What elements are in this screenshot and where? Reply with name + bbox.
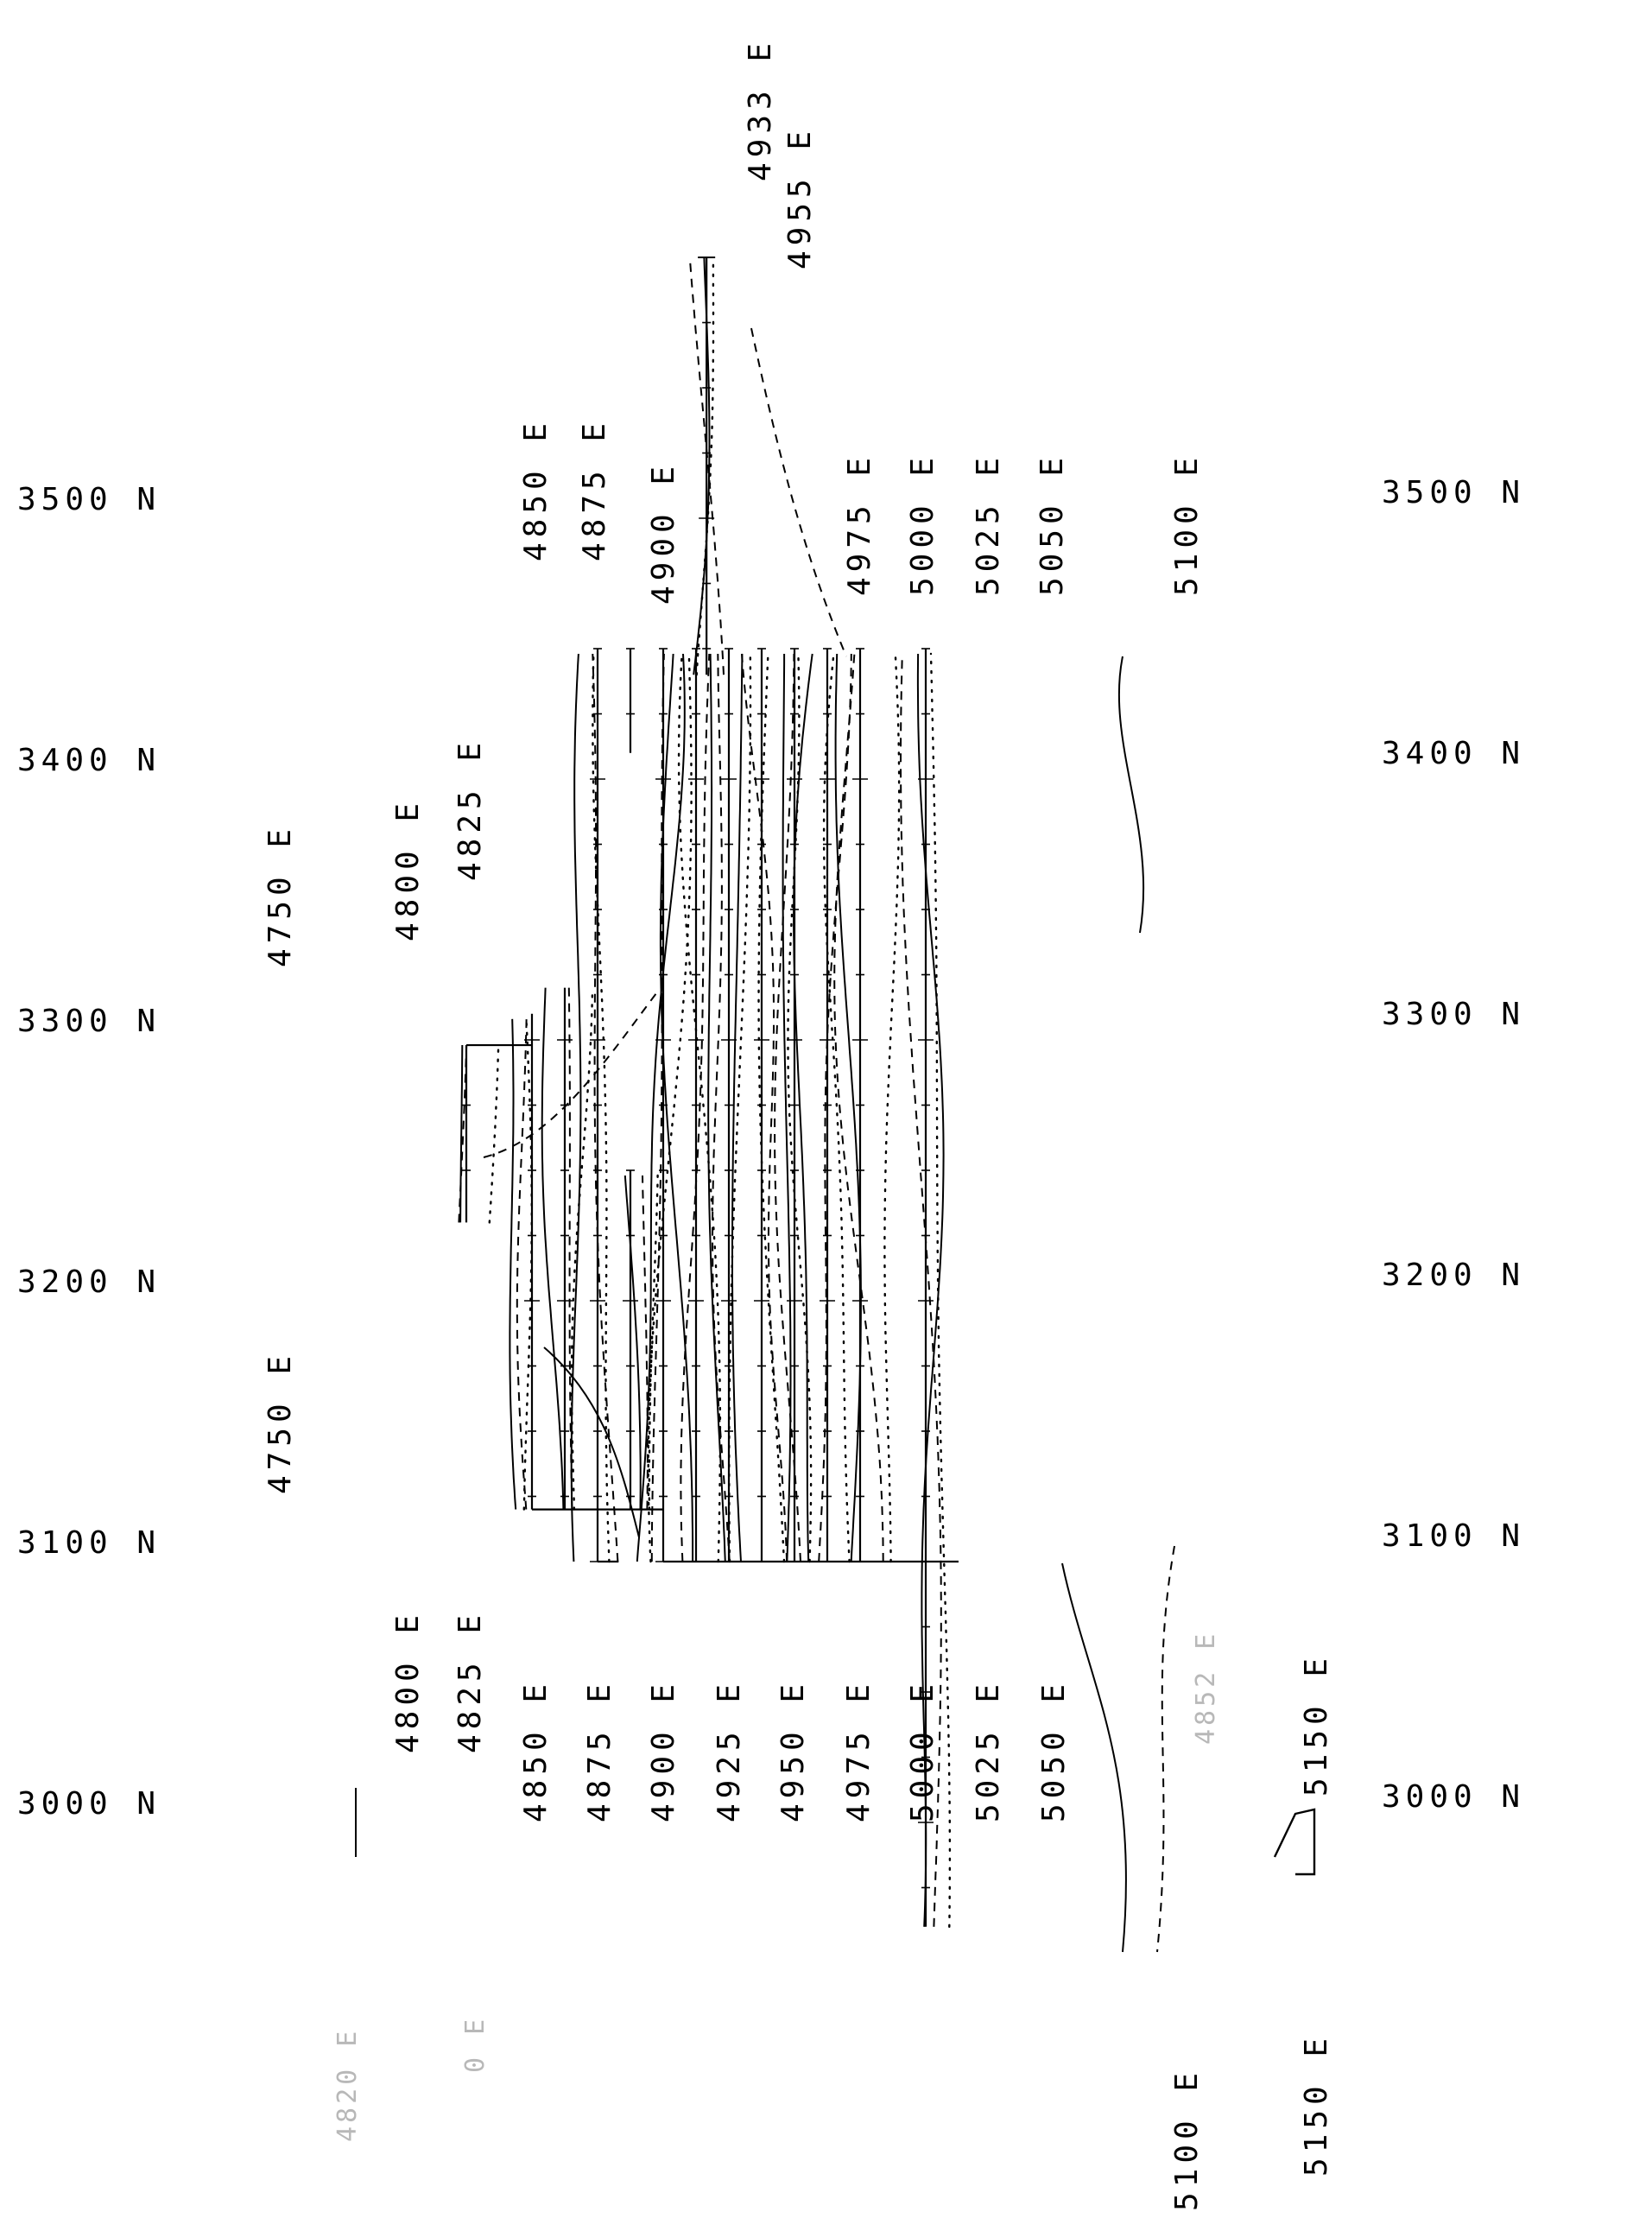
- profile-curve-4975-10-2: [757, 652, 786, 1563]
- mid-label-1: 4800 E: [390, 798, 426, 941]
- profile-curve-4975-10-1: [741, 653, 788, 1562]
- profile-curve-4950-9-0: [707, 653, 726, 1562]
- lower-label-0: 4800 E: [390, 1610, 426, 1753]
- north-label-left-4: 3400 N: [17, 743, 161, 778]
- profile-curve-5050-13-2: [883, 652, 901, 1563]
- upper-label-7: 5025 E: [971, 453, 1006, 596]
- profile-curve-5050-13-1: [833, 653, 884, 1562]
- upper-label-6: 5000 E: [905, 453, 940, 596]
- fragment-curve-right: [1273, 1808, 1316, 1876]
- profile-curve-4825-2-0: [541, 987, 565, 1510]
- north-label-right-3: 3300 N: [1382, 997, 1525, 1032]
- lower-label-10: 5050 E: [1036, 1679, 1072, 1822]
- profile-curve-5100-14-2: [929, 652, 952, 1928]
- profile-curve-5025-12-0: [793, 653, 813, 1562]
- lower-label-3: 4875 E: [582, 1679, 617, 1822]
- mid-label-0: 4825 E: [453, 738, 488, 881]
- profile-curve-4925-7-2: [677, 652, 722, 1563]
- profile-curve-5000-11-0: [782, 654, 792, 1562]
- profile-curve-4900-6-2: [647, 652, 693, 1563]
- north-label-right-1: 3100 N: [1382, 1518, 1525, 1554]
- profile-curve-5025-12-2: [822, 652, 851, 1563]
- north-label-right-0: 3000 N: [1382, 1779, 1525, 1815]
- lower-label-1: 4825 E: [453, 1610, 488, 1753]
- lower-label-4: 4900 E: [646, 1679, 681, 1822]
- north-label-right-2: 3200 N: [1382, 1258, 1525, 1293]
- profile-curve-4950-9-1: [711, 653, 731, 1562]
- profile-curve-5000-11-1: [774, 653, 801, 1562]
- upper-label-3: 4875 E: [577, 418, 612, 561]
- profile-curve-4800-1-0: [509, 1018, 517, 1510]
- lower-label-9: 5025 E: [971, 1679, 1006, 1822]
- upper-label-8: 5050 E: [1035, 453, 1070, 596]
- north-label-left-3: 3300 N: [17, 1004, 161, 1039]
- profile-curve-4925-7-0: [659, 653, 694, 1562]
- upper-label-5: 4975 E: [842, 453, 877, 596]
- profile-curve-4800-1-2: [522, 1017, 533, 1511]
- mid-label-3: 4750 E: [263, 1351, 298, 1494]
- sweep-curve-0: [1061, 1562, 1127, 1953]
- profile-curve-4800-1-1: [516, 1018, 528, 1510]
- faint-label-1: 0 E: [460, 2016, 491, 2073]
- profile-curve-4933-8-1: [688, 257, 725, 675]
- faint-label-2: 4852 E: [1191, 1631, 1221, 1745]
- sweep-curve-5: [750, 327, 847, 657]
- bottom-label-0: 5100 E: [1169, 2068, 1205, 2211]
- profile-curve-4825-2-2: [570, 986, 594, 1511]
- profile-curve-4850-3-2: [592, 652, 611, 1563]
- chart-labels: 3000 N 3000 N 3100 N 3100 N 3200 N 3200 N 3300…: [17, 38, 1525, 2211]
- profile-curve-4900-6-1: [650, 653, 665, 1562]
- profile-curve-4925-7-1: [680, 653, 711, 1562]
- north-label-left-2: 3200 N: [17, 1264, 161, 1300]
- lower-label-2: 4850 E: [518, 1679, 554, 1822]
- profile-curve-5050-13-0: [834, 653, 862, 1562]
- profile-curve-5000-11-2: [787, 652, 813, 1563]
- upper-label-9: 5100 E: [1169, 453, 1205, 596]
- profile-curve-4850-3-1: [592, 653, 619, 1562]
- survey-lines: [355, 257, 1316, 1927]
- north-label-left-5: 3500 N: [17, 482, 161, 517]
- profile-curve-4875-4-0: [623, 1175, 642, 1510]
- lower-label-11: 5150 E: [1299, 1653, 1334, 1797]
- profile-curve-4750-0-2: [488, 1043, 500, 1224]
- sweep-curve-1: [1156, 1545, 1175, 1953]
- lower-label-8: 5000 E: [905, 1679, 940, 1822]
- north-label-right-4: 3400 N: [1382, 736, 1525, 771]
- mid-label-2: 4750 E: [263, 824, 298, 967]
- lower-label-7: 4975 E: [841, 1679, 877, 1822]
- north-label-right-5: 3500 N: [1382, 475, 1525, 510]
- bottom-label-1: 5150 E: [1299, 2033, 1334, 2177]
- faint-label-0: 4820 E: [332, 2028, 363, 2142]
- upper-label-2: 4850 E: [518, 418, 554, 561]
- profile-curve-4850-3-0: [570, 653, 582, 1562]
- north-label-left-0: 3000 N: [17, 1786, 161, 1822]
- profile-curve-4750-0-0: [459, 1044, 464, 1223]
- upper-label-4: 4900 E: [646, 461, 681, 605]
- profile-curve-5025-12-1: [818, 653, 852, 1562]
- profile-curve-4975-10-0: [731, 653, 744, 1562]
- lower-label-5: 4925 E: [712, 1679, 747, 1822]
- profile-curve-5100-14-1: [900, 653, 942, 1927]
- profile-curve-4933-8-2: [695, 256, 715, 676]
- north-label-left-1: 3100 N: [17, 1525, 161, 1561]
- profile-curve-4900-6-0: [636, 653, 686, 1562]
- sweep-curve-3: [483, 992, 657, 1158]
- lower-label-6: 4950 E: [775, 1679, 811, 1822]
- upper-label-0: 4933 E: [743, 38, 778, 181]
- profile-curves: [458, 256, 1175, 1953]
- sweep-curve-4: [1117, 656, 1145, 934]
- upper-label-1: 4955 E: [782, 126, 818, 269]
